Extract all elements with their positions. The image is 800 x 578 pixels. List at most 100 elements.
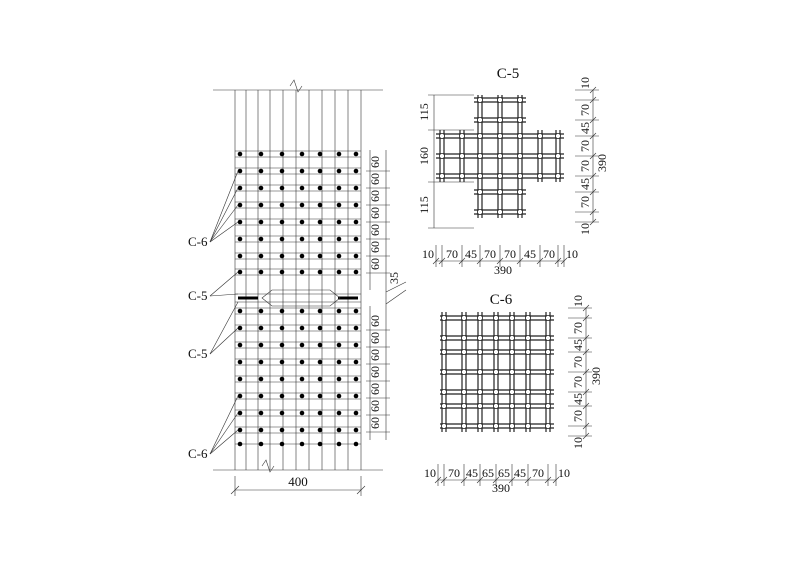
spacing-label-lower-3: 60 xyxy=(368,366,382,378)
c6-bottom-label-6: 70 xyxy=(532,466,544,480)
c5-bottom-label-6: 70 xyxy=(543,247,555,261)
c6-node-32 xyxy=(508,388,515,395)
bar-dot-5-3 xyxy=(299,236,305,242)
c5-node-12 xyxy=(476,208,483,215)
c6-node-34 xyxy=(508,422,515,429)
bar-dot-12-0 xyxy=(237,376,243,382)
c5-bottom-tick-3 xyxy=(476,257,484,265)
bar-dot-11-4 xyxy=(317,359,323,365)
spacing-label-lower-5: 60 xyxy=(368,400,382,412)
c6-node-48 xyxy=(545,422,552,429)
bar-dot-12-6 xyxy=(353,376,359,382)
c5-bars xyxy=(436,95,564,218)
c5-bottom-tick-2 xyxy=(458,257,466,265)
bar-dot-5-0 xyxy=(237,236,243,242)
c6-node-0 xyxy=(440,314,447,321)
bar-dot-12-5 xyxy=(336,376,342,382)
bar-dot-15-2 xyxy=(279,427,285,433)
gap-leader-a xyxy=(385,281,407,293)
bar-dot-9-3 xyxy=(299,325,305,331)
bar-dot-3-2 xyxy=(279,202,285,208)
c6-node-29 xyxy=(508,334,515,341)
c5-node-29 xyxy=(537,172,544,179)
c5-bottom-tick-8 xyxy=(560,257,568,265)
c6-node-30 xyxy=(508,348,515,355)
bar-dot-4-1 xyxy=(258,219,264,225)
spacing-label-lower-4: 60 xyxy=(368,383,382,395)
c6-node-19 xyxy=(476,402,483,409)
bar-dot-12-1 xyxy=(258,376,264,382)
c6-right-tick-4 xyxy=(582,368,590,376)
c5-node-7 xyxy=(476,117,483,124)
c5-right-label-3: 70 xyxy=(578,140,592,152)
bar-dot-14-6 xyxy=(353,410,359,416)
c6-bottom-tick-0 xyxy=(434,476,442,484)
width-tick-left xyxy=(230,485,240,495)
bar-dot-15-4 xyxy=(317,427,323,433)
c6-node-24 xyxy=(492,368,499,375)
bar-dot-10-2 xyxy=(279,342,285,348)
c5-node-24 xyxy=(517,172,524,179)
c5-node-32 xyxy=(555,172,562,179)
bar-dot-6-1 xyxy=(258,253,264,259)
c5-right-tick-2 xyxy=(589,116,597,124)
bar-dot-bottom-4 xyxy=(317,441,323,447)
c5-node-22 xyxy=(517,132,524,139)
c5-right-label-7: 10 xyxy=(578,223,592,235)
c6-node-18 xyxy=(476,388,483,395)
bar-dot-6-4 xyxy=(317,253,323,259)
bar-dot-13-0 xyxy=(237,393,243,399)
c5-node-3 xyxy=(458,132,465,139)
c6-node-22 xyxy=(492,334,499,341)
c5-node-9 xyxy=(476,152,483,159)
c6-node-43 xyxy=(545,334,552,341)
c6-bottom-tick-1 xyxy=(440,476,448,484)
bar-dot-8-1 xyxy=(258,308,264,314)
bar-dot-13-1 xyxy=(258,393,264,399)
c6-bottom-label-0: 10 xyxy=(424,466,436,480)
c6-node-44 xyxy=(545,348,552,355)
spacing-label-upper-0: 60 xyxy=(368,156,382,168)
bar-dot-8-3 xyxy=(299,308,305,314)
bar-dot-4-4 xyxy=(317,219,323,225)
c6-node-38 xyxy=(525,368,532,375)
c6-node-36 xyxy=(525,334,532,341)
bar-section-dots xyxy=(237,151,359,447)
bar-dot-0-3 xyxy=(299,151,305,157)
bar-dot-14-3 xyxy=(299,410,305,416)
c5-node-4 xyxy=(458,152,465,159)
c6-right-tick-8 xyxy=(582,432,590,440)
c6-node-15 xyxy=(476,334,483,341)
c6-node-4 xyxy=(440,388,447,395)
bar-dot-11-5 xyxy=(336,359,342,365)
longitudinal-bars xyxy=(234,90,362,470)
break-mark-top xyxy=(289,79,303,93)
c5-node-27 xyxy=(537,132,544,139)
bar-dot-7-6 xyxy=(353,269,359,275)
c6-node-31 xyxy=(508,368,515,375)
c6-node-10 xyxy=(460,368,467,375)
bar-dot-5-2 xyxy=(279,236,285,242)
bar-dot-8-6 xyxy=(353,308,359,314)
c6-right-tick-6 xyxy=(582,402,590,410)
bar-dot-9-1 xyxy=(258,325,264,331)
callout-leader-5 xyxy=(209,293,239,297)
c6-node-2 xyxy=(440,348,447,355)
c6-right-label-4: 70 xyxy=(571,376,585,388)
c5-node-0 xyxy=(438,132,445,139)
callout-leader-6 xyxy=(209,301,239,355)
c6-bottom-label-5: 45 xyxy=(514,466,526,480)
bar-dot-4-5 xyxy=(336,219,342,225)
bar-dot-10-1 xyxy=(258,342,264,348)
c6-right-tick-0 xyxy=(582,304,590,312)
c5-node-20 xyxy=(517,97,524,104)
c6-right-tick-1 xyxy=(582,314,590,322)
bar-dot-13-6 xyxy=(353,393,359,399)
c5-node-15 xyxy=(496,132,503,139)
